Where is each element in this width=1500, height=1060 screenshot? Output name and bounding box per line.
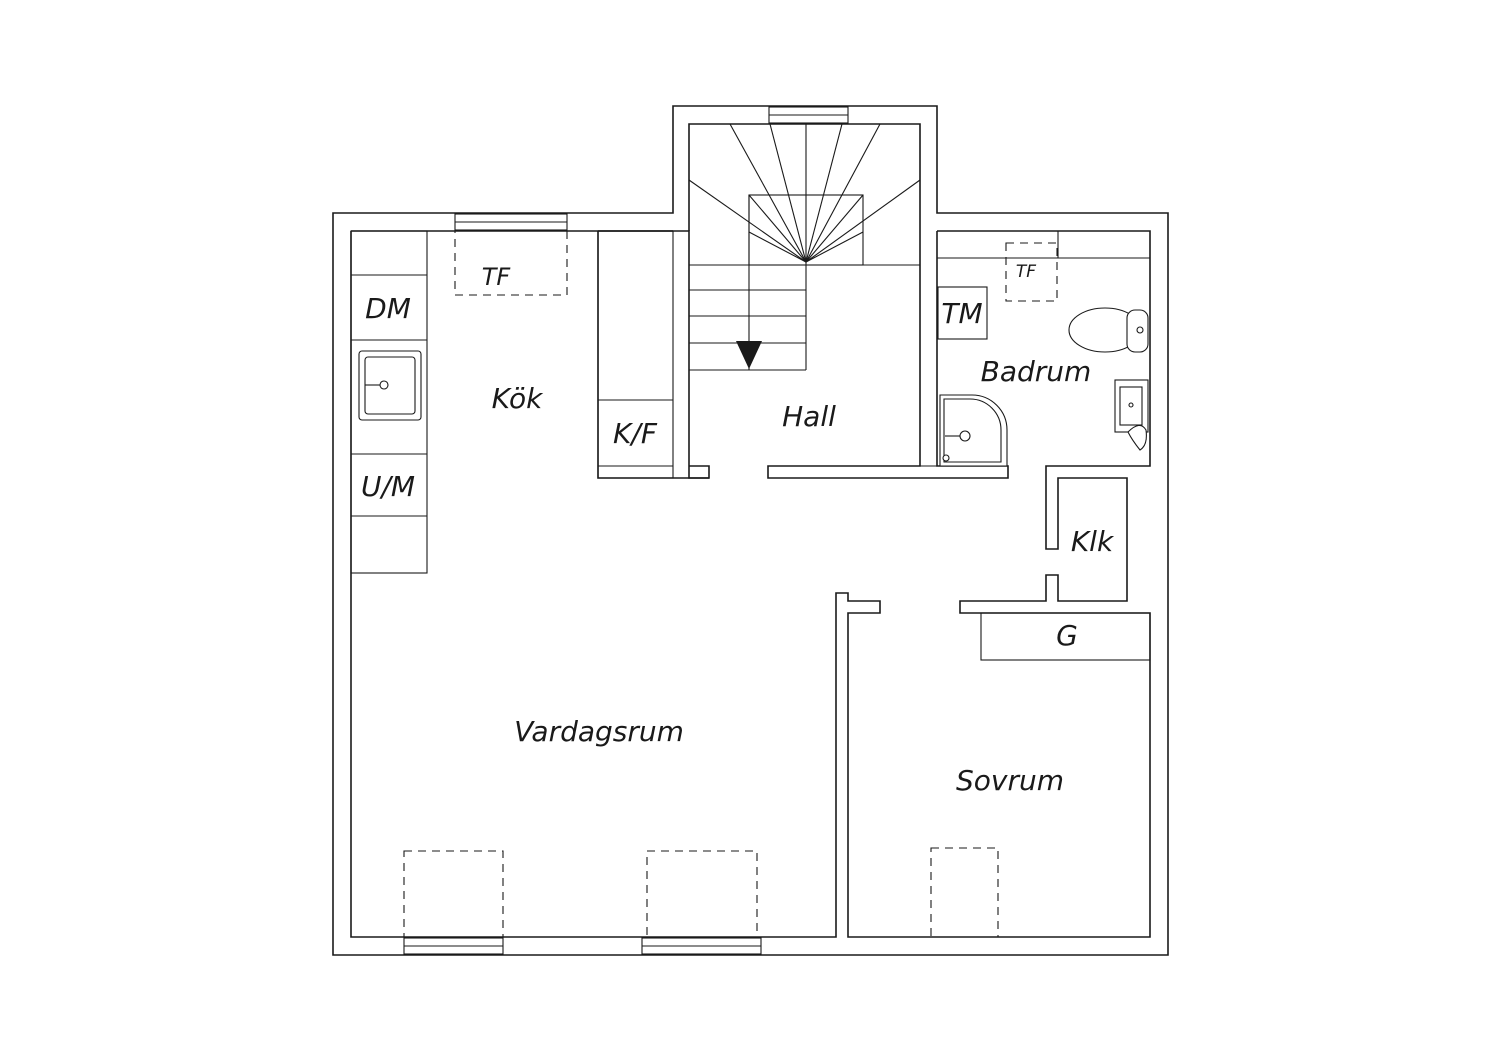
bathroom-fixtures bbox=[937, 231, 1150, 467]
label-dishwasher: DM bbox=[365, 292, 411, 325]
windows bbox=[403, 106, 849, 955]
interior-walls bbox=[350, 123, 1151, 938]
room-label-living-room: Vardagsrum bbox=[514, 715, 684, 748]
kitchen-sink-icon bbox=[358, 350, 422, 421]
toilet-icon bbox=[1068, 307, 1149, 353]
shower-icon bbox=[939, 394, 1008, 467]
label-bathroom-drying-cabinet: TF bbox=[1016, 262, 1036, 282]
wardrobe bbox=[980, 612, 1151, 661]
kitchen-counter bbox=[350, 230, 674, 574]
room-label-closet: Klk bbox=[1071, 525, 1115, 558]
staircase bbox=[688, 123, 921, 371]
label-oven-microwave: U/M bbox=[361, 470, 415, 503]
bathroom-drying-cabinet-outline bbox=[1005, 242, 1058, 302]
label-kitchen-drying-cabinet: TF bbox=[482, 263, 512, 291]
room-label-kitchen: Kök bbox=[492, 382, 544, 415]
room-label-hall: Hall bbox=[782, 400, 836, 433]
label-fridge-freezer: K/F bbox=[613, 417, 658, 450]
stair-direction-arrow-icon bbox=[736, 341, 762, 369]
label-washing-machine: TM bbox=[941, 297, 982, 330]
dashed-outlines bbox=[403, 847, 999, 938]
bathroom-basin-icon bbox=[1114, 379, 1149, 451]
kitchen-drying-cabinet-outline bbox=[454, 230, 568, 296]
label-wardrobe: G bbox=[1056, 619, 1078, 652]
room-label-bedroom: Sovrum bbox=[956, 764, 1064, 797]
room-label-bathroom: Badrum bbox=[981, 355, 1092, 388]
